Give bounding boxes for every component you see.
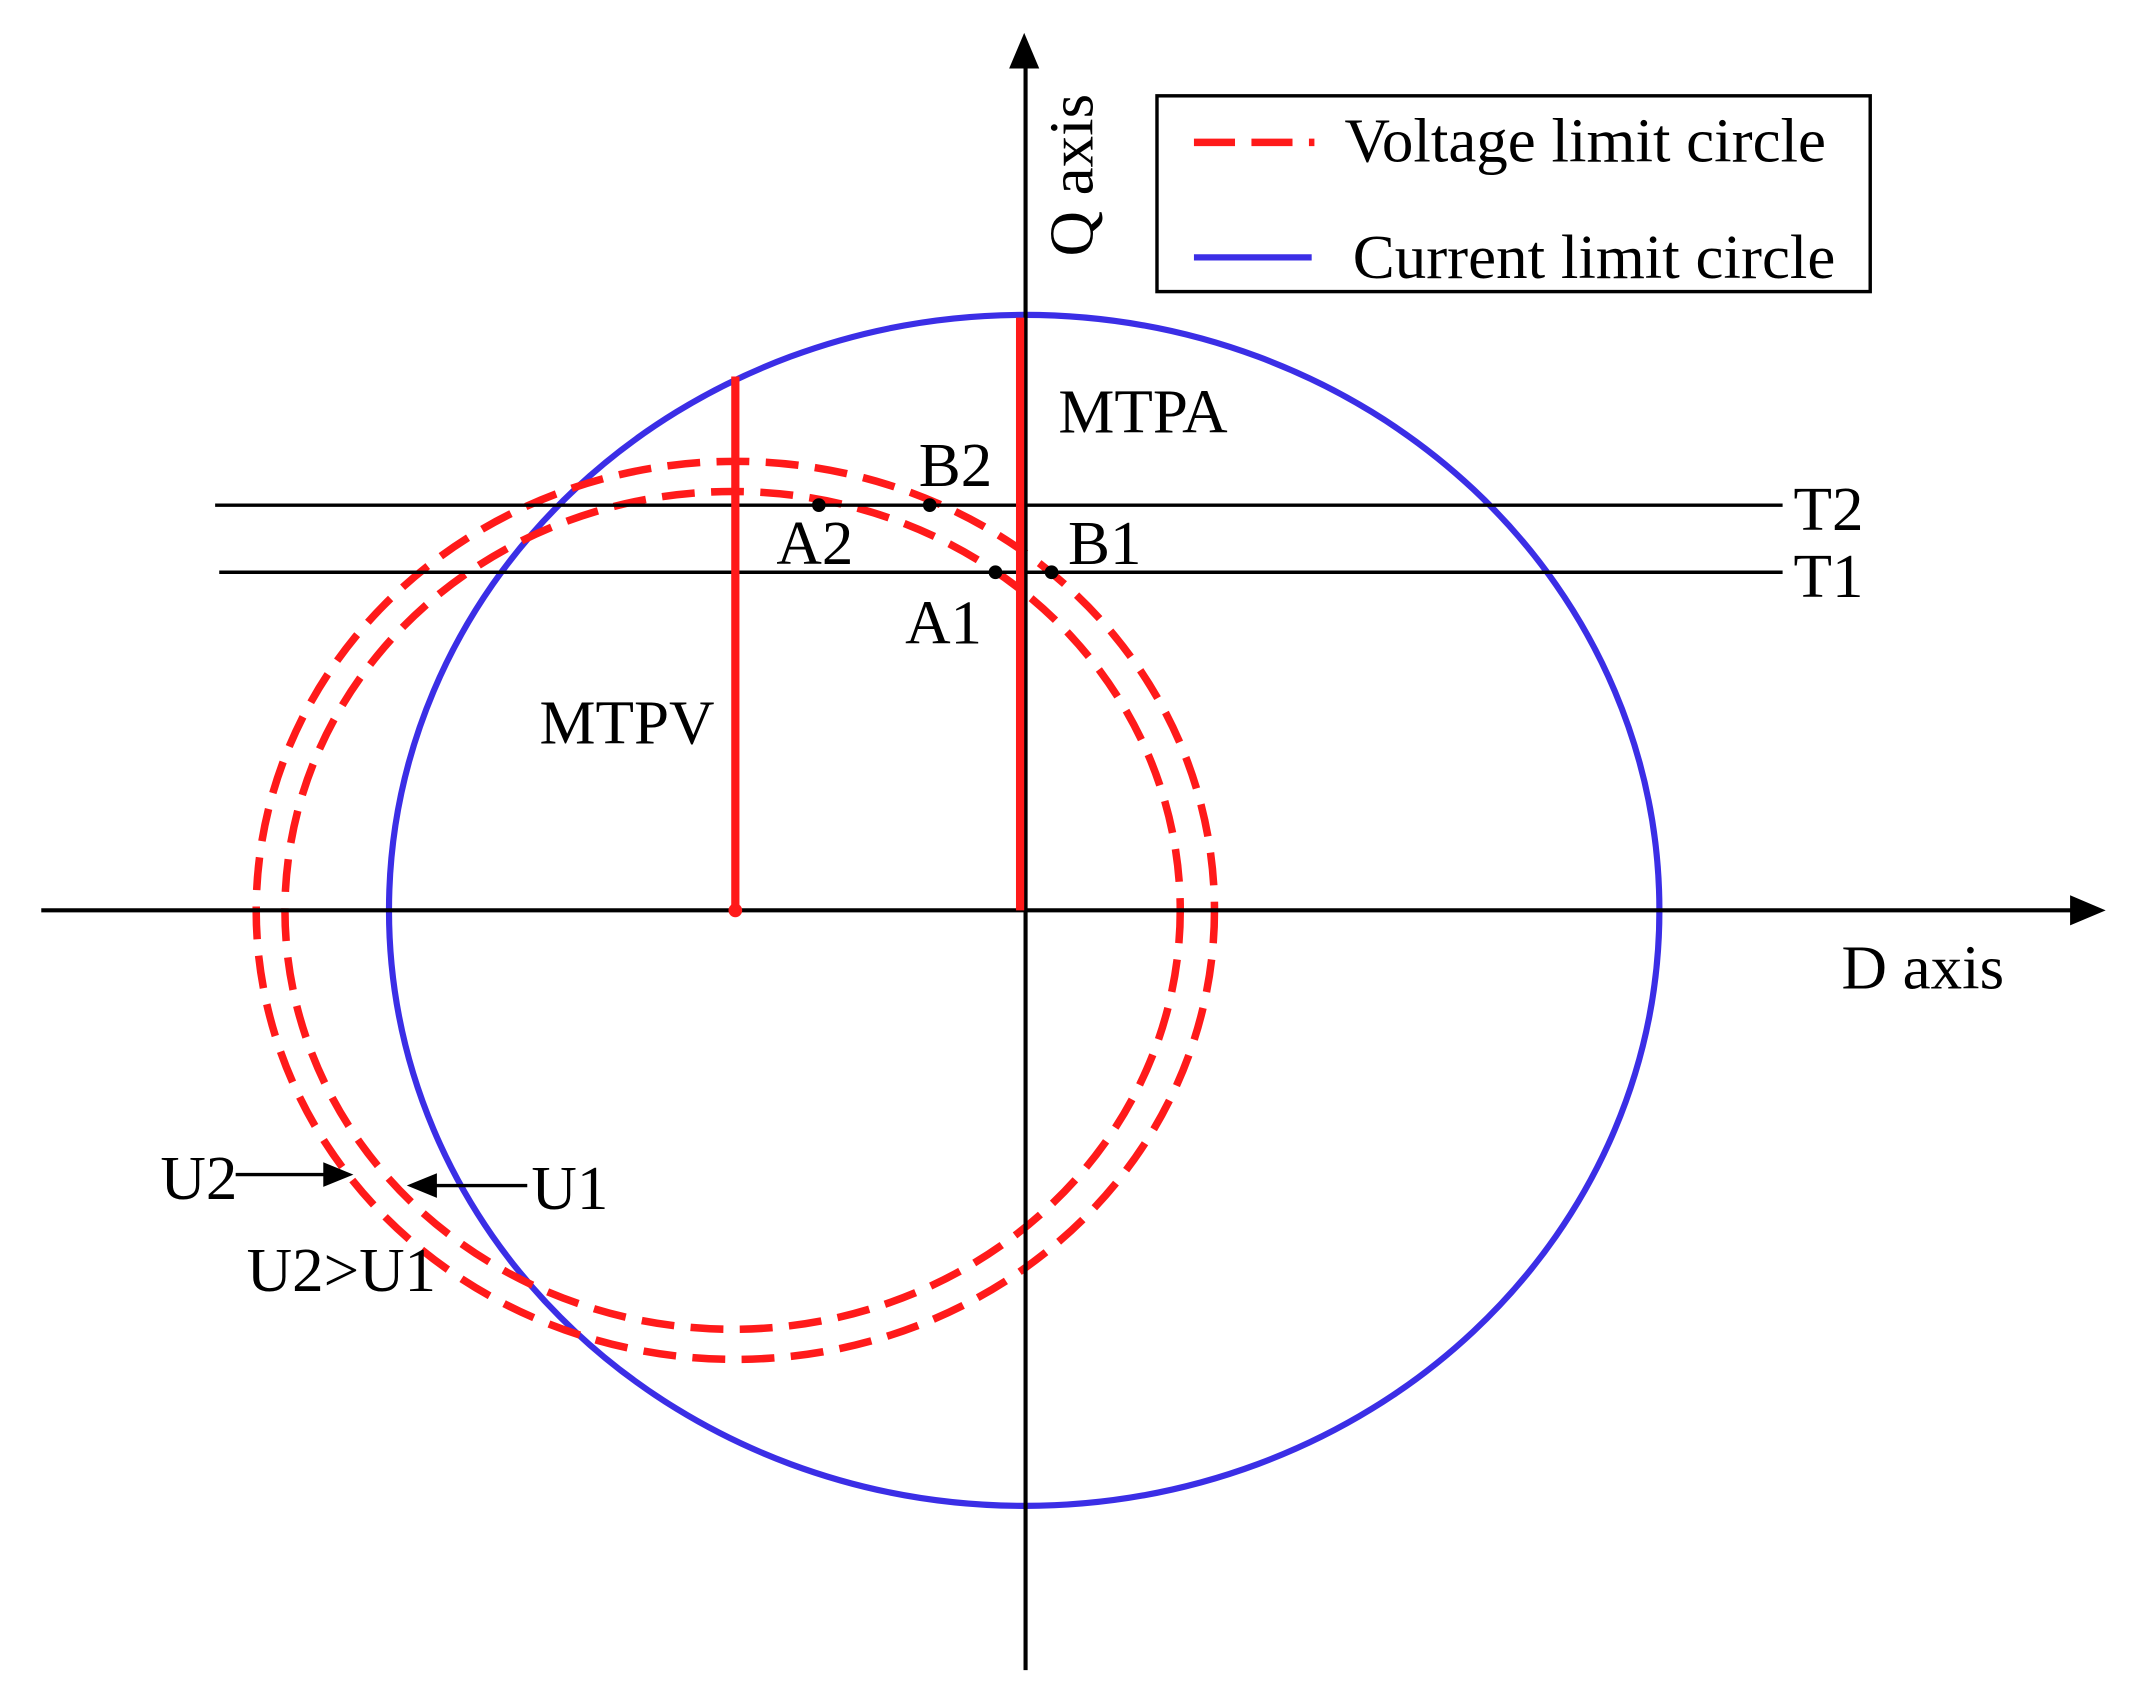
legend-current-label: Current limit circle <box>1353 222 1836 292</box>
label-u2: U2 <box>160 1143 237 1213</box>
label-a2: A2 <box>776 508 853 578</box>
point-b1 <box>1044 565 1059 580</box>
u1-arrowhead <box>406 1173 437 1198</box>
d-axis-label: D axis <box>1841 932 2004 1002</box>
label-mtpa: MTPA <box>1058 377 1228 447</box>
d-axis-arrowhead <box>2070 895 2106 926</box>
q-axis-label: Q axis <box>1037 94 1107 257</box>
label-u1: U1 <box>531 1153 608 1223</box>
legend: Voltage limit circle Current limit circl… <box>1155 94 1872 294</box>
label-b2: B2 <box>919 430 992 500</box>
label-voltage-relation: U2>U1 <box>247 1235 436 1305</box>
label-t2: T2 <box>1794 474 1864 544</box>
label-a1: A1 <box>905 587 982 657</box>
u2-arrowhead <box>323 1162 354 1187</box>
point-a2 <box>812 498 826 512</box>
label-b1: B1 <box>1068 508 1141 578</box>
point-a1 <box>988 565 1003 580</box>
legend-voltage-label: Voltage limit circle <box>1345 106 1826 176</box>
label-t1: T1 <box>1794 541 1864 611</box>
mtpv-line-endpoint <box>728 903 743 918</box>
point-b2 <box>922 498 937 512</box>
label-mtpv: MTPV <box>540 687 715 757</box>
q-axis-arrowhead <box>1009 32 1040 69</box>
